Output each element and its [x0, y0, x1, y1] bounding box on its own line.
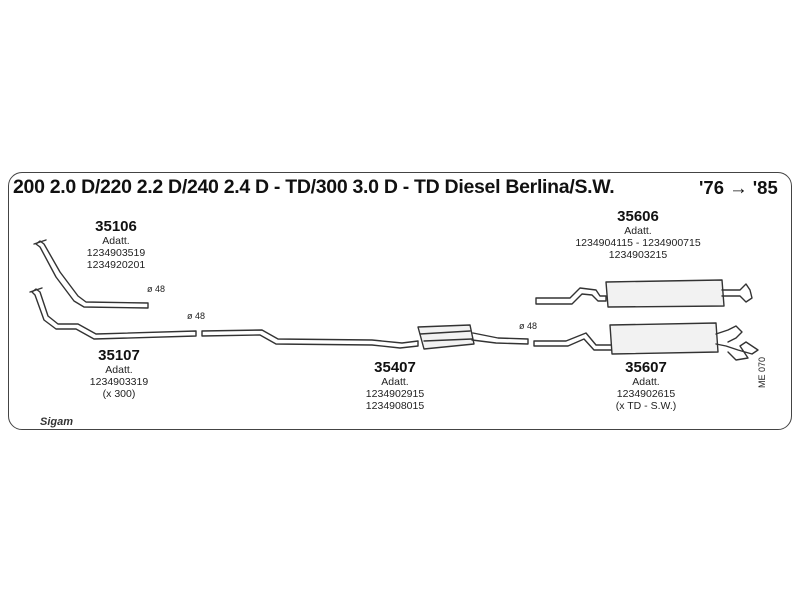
- ref-number: (x TD - S.W.): [615, 400, 677, 412]
- part-label-35606: 35606 Adatt. 1234904115 - 1234900715 123…: [558, 208, 718, 261]
- muffler-35607: [609, 322, 719, 355]
- ref-number: 1234920201: [86, 259, 146, 271]
- brand-logo: Sigam: [40, 416, 74, 428]
- adapt-label: Adatt.: [632, 376, 660, 388]
- ref-number: 1234903215: [608, 249, 668, 261]
- pipe-35407: [201, 329, 419, 349]
- part-number: 35606: [617, 208, 659, 225]
- part-label-35106: 35106 Adatt. 1234903519 1234920201: [66, 218, 166, 271]
- drawing-code: ME 070: [757, 356, 767, 388]
- pipe-35607: [533, 332, 613, 351]
- part-number: 35407: [374, 359, 416, 376]
- diameter-label-35106: ø 48: [147, 284, 166, 294]
- part-number: 35607: [625, 359, 667, 376]
- pipe-35606: [535, 287, 607, 305]
- part-number: 35107: [98, 347, 140, 364]
- ref-number: 1234904115 - 1234900715: [575, 237, 701, 249]
- ref-number: 1234902615: [616, 388, 676, 400]
- diameter-label-35107: ø 48: [187, 311, 206, 321]
- pipe-35107: [31, 288, 197, 340]
- diameter-label-35407: ø 48: [519, 321, 538, 331]
- muffler-35606: [605, 279, 725, 308]
- ref-number: (x 300): [102, 388, 136, 400]
- adapt-label: Adatt.: [381, 376, 409, 388]
- model-years: '76 → '85: [699, 177, 778, 198]
- diagram-title: 200 2.0 D/220 2.2 D/240 2.4 D - TD/300 3…: [13, 176, 615, 198]
- adapt-label: Adatt.: [105, 364, 133, 376]
- ref-number: 1234903319: [89, 376, 149, 388]
- part-label-35607: 35607 Adatt. 1234902615 (x TD - S.W.): [596, 359, 696, 412]
- part-label-35407: 35407 Adatt. 1234902915 1234908015: [345, 359, 445, 412]
- adapt-label: Adatt.: [102, 235, 130, 247]
- adapt-label: Adatt.: [624, 225, 652, 237]
- ref-number: 1234902915: [365, 388, 425, 400]
- muffler-35407: [417, 324, 475, 350]
- pipe-35106: [35, 240, 149, 309]
- ref-number: 1234908015: [365, 400, 425, 412]
- part-number: 35106: [95, 218, 137, 235]
- part-label-35107: 35107 Adatt. 1234903319 (x 300): [69, 347, 169, 400]
- ref-number: 1234903519: [86, 247, 146, 259]
